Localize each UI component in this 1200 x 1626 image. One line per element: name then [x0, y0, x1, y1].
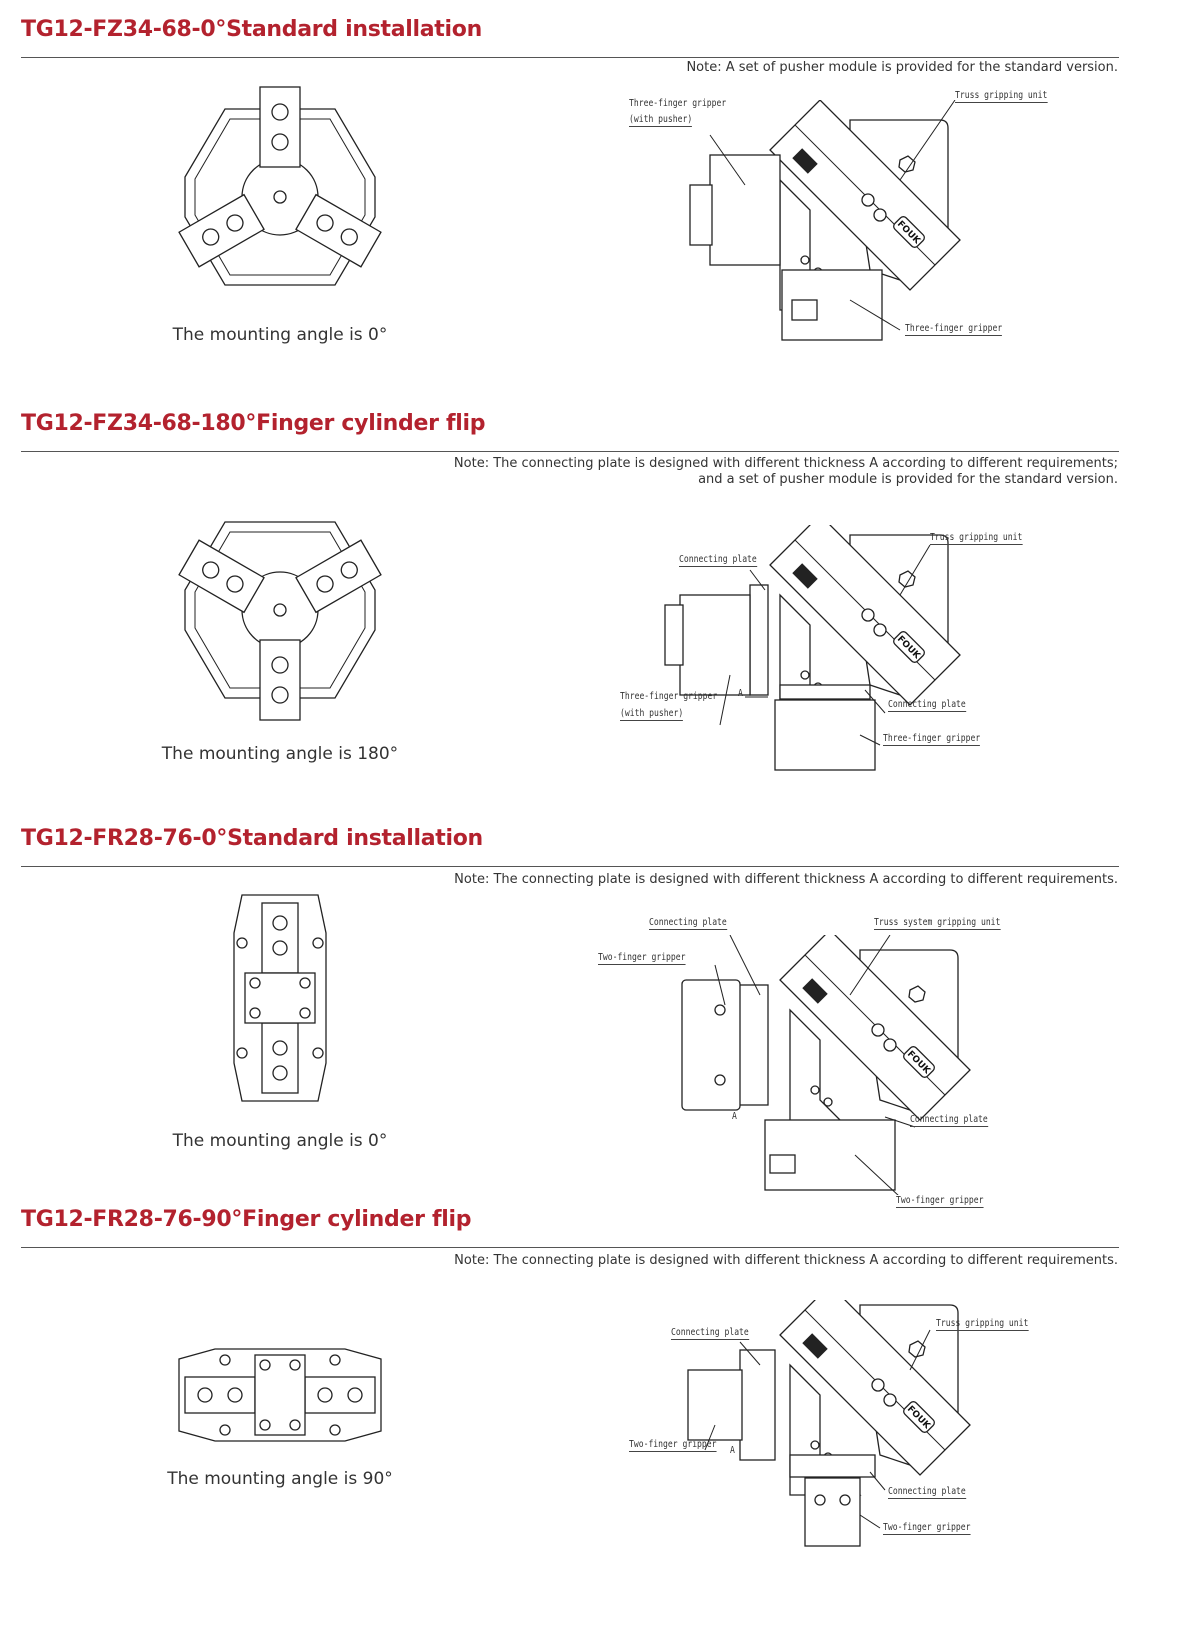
assembly-side-view-diagram: FOUK [664, 525, 961, 771]
callout-label: Connecting plate [888, 1486, 966, 1499]
note-text: Note: The connecting plate is designed w… [453, 456, 1118, 471]
assembly-side-view-diagram: FOUK [689, 100, 961, 341]
callout-label: Connecting plate [649, 917, 727, 930]
callout-label: (with pusher) [620, 708, 684, 721]
callout-label: Two-finger gripper [629, 1439, 717, 1452]
callout-label: Truss gripping unit [930, 532, 1023, 545]
dimension-a-label: A [732, 1111, 737, 1122]
callout-label: Three-finger gripper [905, 323, 1003, 336]
three-finger-gripper-top-view-180deg [178, 521, 382, 721]
divider [21, 866, 1119, 867]
callout-label: Truss gripping unit [936, 1318, 1029, 1331]
callout-label: Three-finger gripper [629, 98, 727, 109]
callout-label: Connecting plate [679, 554, 757, 567]
assembly-side-view-diagram: FOUK [687, 1300, 971, 1547]
assembly-side-view-diagram: FOUK [681, 935, 971, 1195]
divider [21, 57, 1119, 58]
dimension-a-label: A [730, 1445, 735, 1456]
note-text: and a set of pusher module is provided f… [698, 472, 1118, 487]
callout-label: Two-finger gripper [883, 1522, 971, 1535]
two-finger-gripper-top-view-0deg [233, 894, 327, 1102]
callout-label: Three-finger gripper [620, 691, 718, 702]
note-text: Note: The connecting plate is designed w… [454, 1253, 1118, 1268]
three-finger-gripper-top-view-0deg [178, 86, 382, 286]
section-title: TG12-FR28-76-0°Standard installation [21, 826, 483, 851]
section-title: TG12-FZ34-68-180°Finger cylinder flip [21, 411, 486, 436]
callout-label: (with pusher) [629, 114, 693, 127]
callout-label: Connecting plate [910, 1114, 988, 1127]
two-finger-gripper-top-view-90deg [178, 1348, 382, 1442]
callout-label: Truss gripping unit [955, 90, 1048, 103]
callout-label: Two-finger gripper [896, 1195, 984, 1208]
callout-label: Three-finger gripper [883, 733, 981, 746]
mounting-angle-caption: The mounting angle is 90° [167, 1469, 393, 1489]
dimension-a-label: A [738, 688, 743, 699]
callout-label: Connecting plate [888, 699, 966, 712]
note-text: Note: The connecting plate is designed w… [454, 872, 1118, 887]
mounting-angle-caption: The mounting angle is 0° [172, 1131, 388, 1151]
section-title: TG12-FZ34-68-0°Standard installation [21, 17, 482, 42]
mounting-angle-caption: The mounting angle is 180° [161, 744, 399, 764]
note-text: Note: A set of pusher module is provided… [686, 60, 1118, 75]
mounting-angle-caption: The mounting angle is 0° [172, 325, 388, 345]
callout-label: Connecting plate [671, 1327, 749, 1340]
divider [21, 1247, 1119, 1248]
callout-label: Truss system gripping unit [874, 917, 1001, 930]
callout-label: Two-finger gripper [598, 952, 686, 965]
section-title: TG12-FR28-76-90°Finger cylinder flip [21, 1207, 472, 1232]
divider [21, 451, 1119, 452]
